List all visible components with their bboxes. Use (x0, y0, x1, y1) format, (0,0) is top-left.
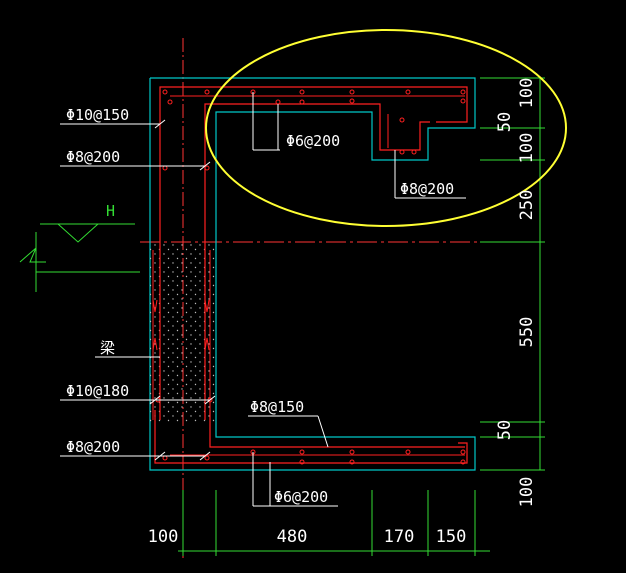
dim-h-3: 150 (436, 527, 467, 547)
dim-v-4: 550 (517, 317, 537, 348)
leader-lines (60, 92, 466, 507)
label-beam: 梁 (100, 339, 115, 357)
rebar-dots (155, 89, 466, 465)
dim-h-0: 100 (148, 527, 179, 547)
rebar-top-outer (159, 86, 468, 420)
label-rebar-top-outer: Φ10@150 (66, 106, 129, 124)
dimension-lines (178, 77, 545, 556)
rebar-bottom-outer (154, 410, 468, 464)
label-water-level: H (106, 202, 115, 220)
label-rebar-bottom-slab-upper: Φ8@150 (250, 398, 304, 416)
concrete-outline (149, 77, 476, 471)
label-rebar-top-step: Φ8@200 (400, 180, 454, 198)
dim-v-1: 50 (495, 112, 515, 132)
dim-v-5: 50 (495, 420, 515, 440)
highlight-ellipse (205, 29, 567, 227)
dim-v-3: 250 (517, 190, 537, 221)
dim-v-0: 100 (517, 78, 537, 109)
wall-arrows (152, 299, 210, 351)
dim-v-2: 100 (517, 133, 537, 164)
rebar-bottom-inner (209, 410, 465, 448)
label-rebar-bottom-outer: Φ10@180 (66, 382, 129, 400)
label-rebar-top-slab: Φ6@200 (286, 132, 340, 150)
water-level-symbol (19, 223, 140, 292)
label-rebar-top-inner: Φ8@200 (66, 148, 120, 166)
dim-v-6: 100 (517, 477, 537, 508)
dim-h-2: 170 (384, 527, 415, 547)
label-rebar-bottom-inner: Φ8@200 (66, 438, 120, 456)
label-rebar-bottom-slab-lower: Φ6@200 (274, 488, 328, 506)
rebar-top-inner (204, 103, 430, 420)
dim-h-1: 480 (277, 527, 308, 547)
